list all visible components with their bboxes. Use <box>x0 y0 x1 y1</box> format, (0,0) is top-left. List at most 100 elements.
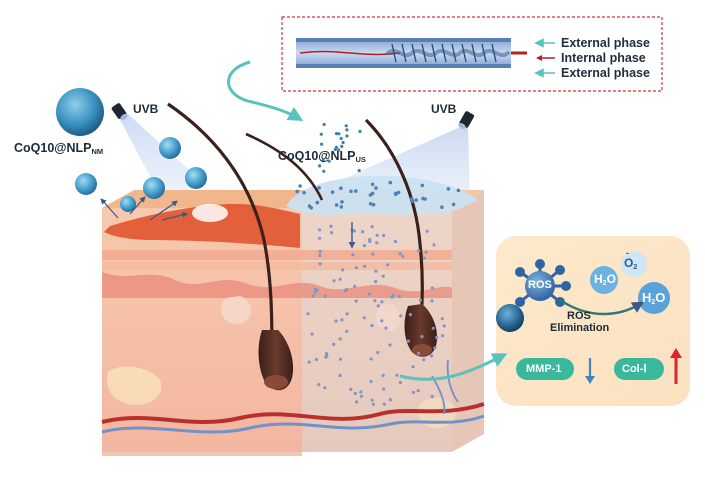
mmp1-chip <box>516 358 574 380</box>
nanoparticle-dot <box>317 228 322 232</box>
nanoparticle-dot <box>424 250 428 254</box>
skin-to-panel-arrow <box>399 353 508 381</box>
nanoparticle-dot <box>399 314 403 318</box>
nanoparticle-dot <box>371 252 375 256</box>
nanoparticle-dot <box>398 380 402 385</box>
nanoparticle-dot <box>340 318 344 322</box>
nanoparticle-dot <box>349 387 353 391</box>
nanoparticle-dot <box>380 300 384 304</box>
nanoparticle-dot <box>363 264 367 268</box>
nanoparticle-dot <box>359 390 363 394</box>
nanoparticle-dot <box>374 186 378 190</box>
nanoparticle-dot <box>340 144 344 148</box>
nanoparticle-dot <box>430 299 434 303</box>
label-uvb-left: UVB <box>133 102 159 116</box>
nanoparticle-dot <box>344 124 348 128</box>
water-bubble-left <box>590 266 618 294</box>
blood-vessel-blue <box>101 414 485 434</box>
nanoparticle-dot <box>431 326 435 330</box>
nanoparticle-dot <box>368 239 372 244</box>
nanoparticle-dot <box>311 294 315 298</box>
label-superoxide: O2- <box>624 248 638 272</box>
label-coq10-nlp-nm: CoQ10@NLPNM <box>14 141 104 156</box>
nanoparticle-dot <box>370 398 374 402</box>
nanoparticle-dot <box>321 159 325 163</box>
nanoparticle-dot <box>313 290 317 294</box>
nanoparticle-dot <box>323 294 327 298</box>
nanoparticle-dot <box>422 358 426 362</box>
nanoparticle-dot <box>376 304 380 308</box>
nanoparticle-dot <box>349 189 353 194</box>
nanoparticle-dot <box>332 279 336 283</box>
nanoparticle-dot <box>337 132 341 136</box>
nanoparticle-dot <box>298 184 302 188</box>
nanoparticle-dot <box>384 326 388 330</box>
nanoparticle-dot <box>393 239 397 244</box>
nanoparticle-dot <box>339 357 343 361</box>
nanoparticle-dot <box>430 286 434 290</box>
nanoparticle-dot <box>369 379 373 384</box>
nanoparticle-dot <box>353 391 357 395</box>
label-internal-phase: Internal phase <box>561 51 646 65</box>
nanoparticle-dot <box>382 387 386 391</box>
nanoparticle-dot <box>309 206 314 210</box>
nanoparticle-dot <box>435 335 439 340</box>
hair-follicle-left <box>167 102 294 391</box>
inflamed-skin-patch <box>104 203 300 248</box>
nanoparticle-dot <box>451 202 456 207</box>
nanoparticle-dot <box>358 129 362 134</box>
hair-strand-middle <box>245 132 324 201</box>
nanoparticle-dot <box>441 334 445 338</box>
nanoparticle-dot <box>340 200 344 204</box>
nanoparticle-dot <box>369 357 373 361</box>
blood-vessel-red <box>101 402 485 424</box>
superoxide-bubble <box>621 251 647 277</box>
nanoparticle-dot <box>351 253 355 257</box>
nanoparticle-dot <box>322 169 326 173</box>
nanoparticle-dot <box>332 342 336 346</box>
label-ros-elimination-1: ROS <box>567 310 591 322</box>
nanoparticle-dot <box>295 189 300 194</box>
label-uvb-right: UVB <box>431 102 457 116</box>
nanoparticle-dot <box>367 292 372 296</box>
nanoparticle-dot <box>314 357 319 362</box>
nanoparticle-dot <box>318 262 322 266</box>
nanoparticle-dot <box>339 205 344 209</box>
nanoparticle-dot <box>394 192 398 196</box>
mechanism-panel <box>496 236 690 406</box>
nanoparticle-dot <box>373 299 377 303</box>
nanoparticle-dot <box>306 312 310 316</box>
nanoparticle-dot <box>391 293 395 297</box>
nanoparticle-dot <box>318 236 322 240</box>
nanoparticle-dot <box>324 352 329 356</box>
nanoparticle-dot <box>327 159 331 163</box>
nanoparticle-dot <box>362 316 366 320</box>
nanoparticle-dot <box>398 252 402 256</box>
label-coq10-nlp-us: CoQ10@NLPUS <box>278 149 366 164</box>
nanoparticle-dot <box>322 122 326 127</box>
nanoparticle-dot <box>318 164 322 168</box>
nanoparticle-dot <box>337 148 341 152</box>
fat-lobule-left <box>106 366 162 405</box>
nlp-nm-diffusion-arrows <box>100 196 189 221</box>
nanoparticle-dot <box>388 343 392 347</box>
nanoparticle-dot <box>317 186 321 190</box>
nanoparticle-dot <box>406 339 410 343</box>
nanoparticle-dot <box>382 233 386 238</box>
nanoparticle-dot <box>354 299 358 303</box>
ros-elimination-arrow <box>559 299 645 316</box>
uvb-beam-left <box>118 114 200 214</box>
nanoparticle-dot <box>354 266 358 270</box>
label-h2o-right: H2O <box>642 290 666 306</box>
nanoparticle-dot <box>334 132 339 136</box>
ros-molecule <box>515 259 571 307</box>
nanoparticle-dot <box>425 229 429 233</box>
nanoparticle-dot <box>456 188 461 193</box>
nanoparticle-dot <box>318 249 322 254</box>
nanoparticle-dot <box>323 386 327 390</box>
hair-follicle-right <box>364 118 438 357</box>
nlp-nm-small-particles <box>75 137 207 212</box>
label-external-phase-bottom: External phase <box>561 66 650 80</box>
nanoparticle-dot <box>370 182 375 187</box>
nanoparticle-dot <box>432 243 436 247</box>
